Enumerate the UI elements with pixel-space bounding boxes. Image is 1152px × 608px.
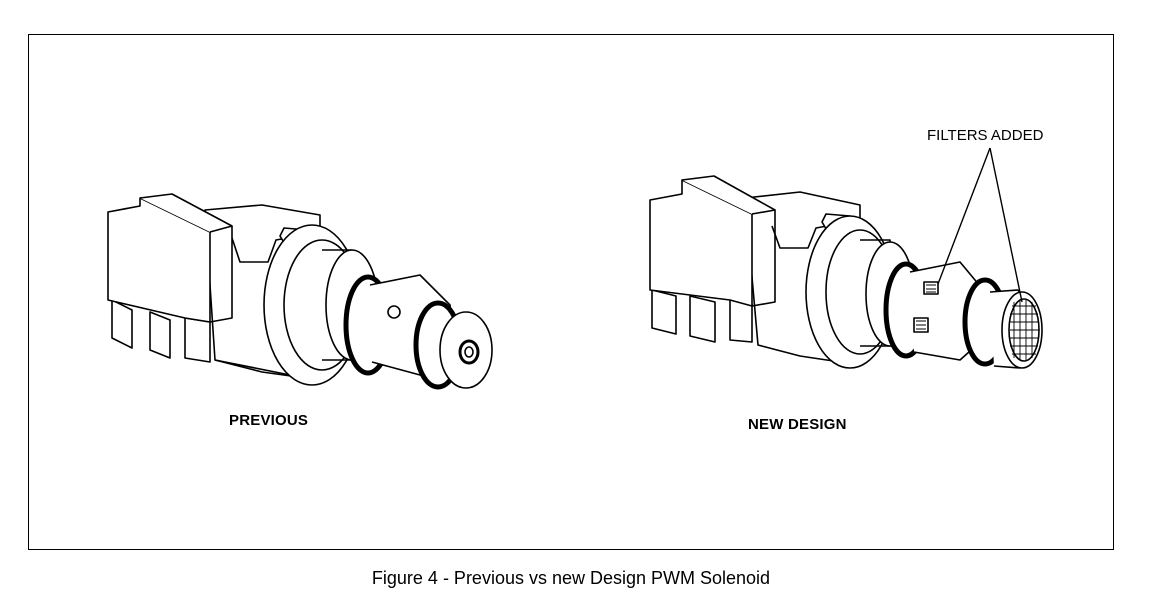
previous-label: PREVIOUS — [229, 412, 309, 429]
new-design-solenoid-drawing — [649, 147, 1043, 369]
figure-caption-text: Figure 4 - Previous vs new Design PWM So… — [371, 568, 771, 588]
previous-solenoid-drawing — [107, 193, 493, 390]
new-design-label: NEW DESIGN — [748, 416, 847, 433]
figure-caption: Figure 4 - Previous vs new Design PWM So… — [0, 568, 1152, 589]
filters-added-callout: FILTERS ADDED — [927, 127, 1044, 144]
figure-frame — [28, 34, 1114, 550]
